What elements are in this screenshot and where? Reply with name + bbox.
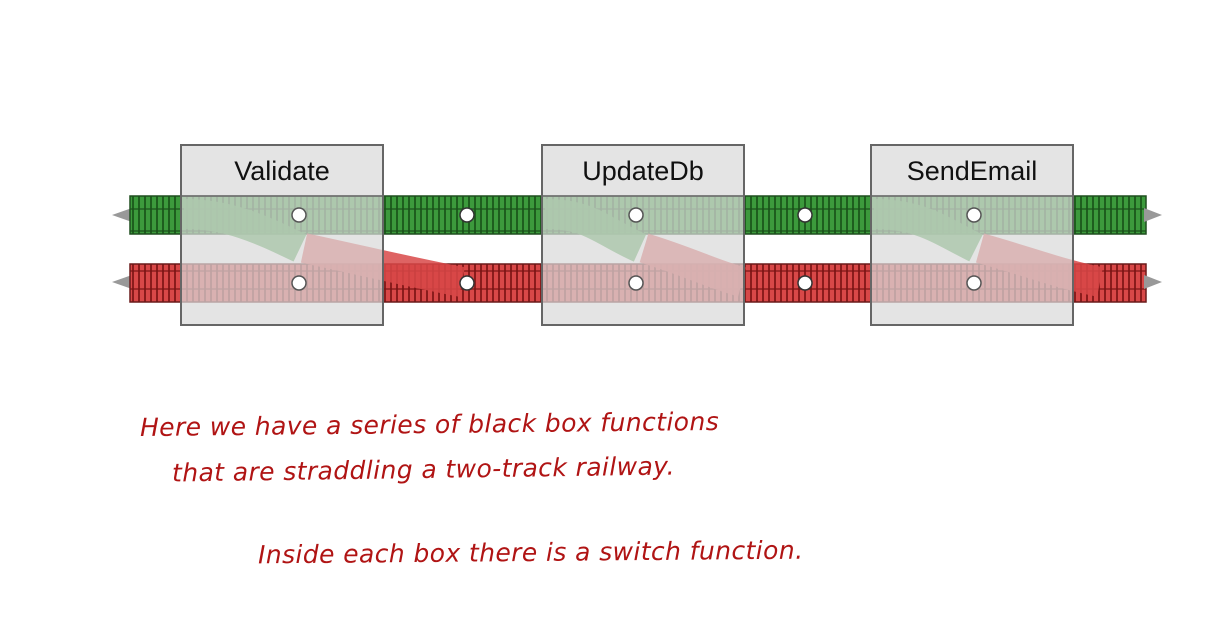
railway-diagram: Validate UpdateDb xyxy=(112,144,1162,326)
box-label-updatedb: UpdateDb xyxy=(582,156,704,186)
function-box-sendemail: SendEmail xyxy=(870,144,1103,326)
annotation-line-3: Inside each box there is a switch functi… xyxy=(257,535,804,570)
switch-pivot-bottom xyxy=(628,275,644,291)
switch-pivot-top xyxy=(966,207,982,223)
function-box-updatedb: UpdateDb xyxy=(541,144,747,326)
track-junction xyxy=(459,207,475,223)
track-junction xyxy=(797,207,813,223)
box-label-sendemail: SendEmail xyxy=(907,156,1038,186)
track-junction xyxy=(459,275,475,291)
annotation-line-2: that are straddling a two-track railway. xyxy=(171,451,676,488)
annotation-line-1: Here we have a series of black box funct… xyxy=(139,406,720,443)
box-label-validate: Validate xyxy=(234,156,330,186)
switch-pivot-bottom xyxy=(966,275,982,291)
switch-pivot-top xyxy=(291,207,307,223)
track-junction xyxy=(797,275,813,291)
switch-pivot-top xyxy=(628,207,644,223)
function-box-validate: Validate xyxy=(180,144,465,326)
switch-pivot-bottom xyxy=(291,275,307,291)
